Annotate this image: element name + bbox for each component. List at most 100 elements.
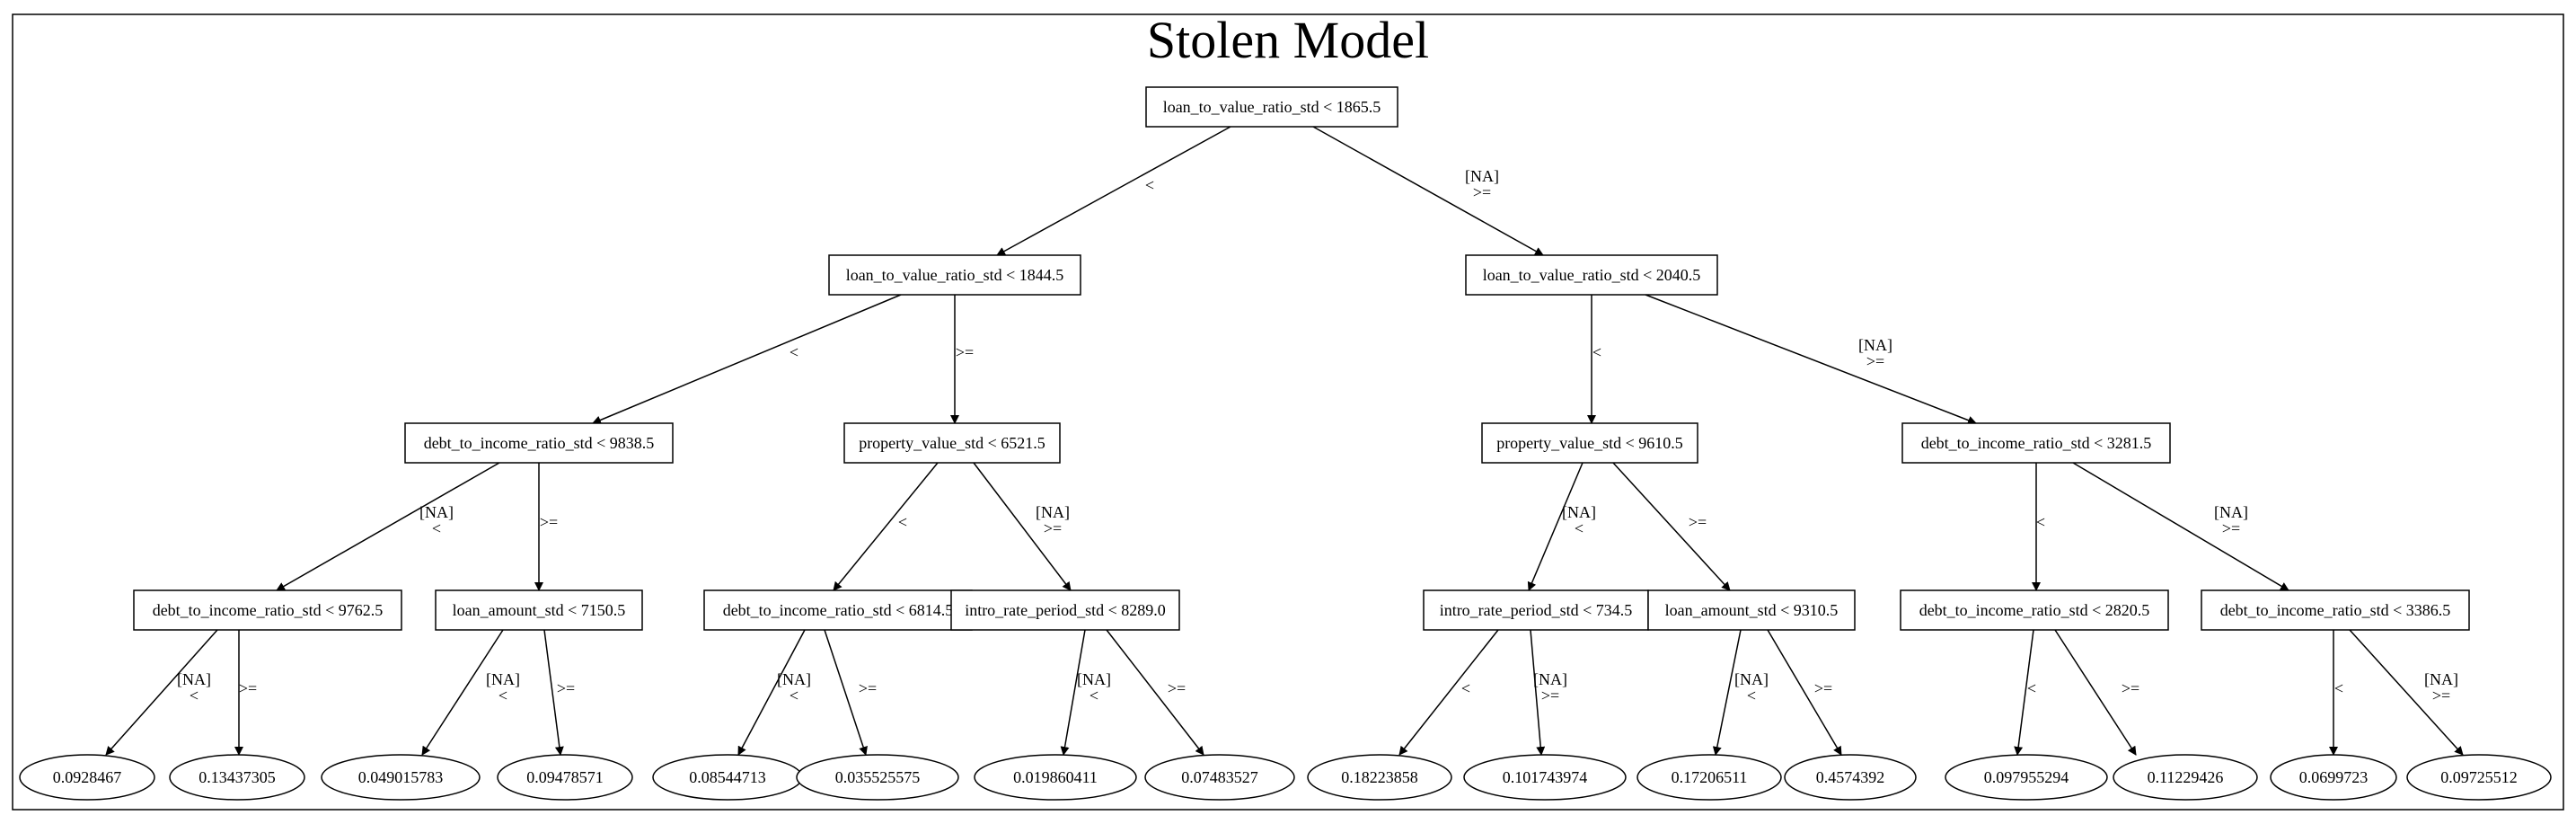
edge-label: >= [859,679,877,697]
edge-label-line-1: >= [557,679,575,697]
edge-label-line-1: [NA] [177,670,211,688]
edges: <[NA]>=<>=<[NA]>=[NA]<>=<[NA]>=[NA]<>=<[… [105,126,2464,756]
decision-node: intro_rate_period_std < 8289.0 [950,589,1180,631]
leaf-node-value: 0.18223858 [1341,768,1418,786]
decision-node-label: property_value_std < 9610.5 [1496,434,1683,452]
edge-label: [NA]< [419,503,454,537]
leaf-node: 0.019860411 [974,754,1137,801]
leaf-node-ellipse [974,754,1137,801]
edge-label-line-1: [NA] [419,503,454,521]
edge-arrow [1060,629,1086,756]
edge-arrow [737,629,806,756]
edge-label: [NA]< [1734,670,1769,704]
edge-arrow [1712,629,1742,756]
edge-label-line-2: < [432,519,441,537]
edge-label: [NA]>= [1858,336,1892,370]
edge-label-line-2: >= [1044,519,1062,537]
decision-node: property_value_std < 9610.5 [1481,422,1698,464]
edge-label-line-1: >= [1814,679,1832,697]
edge-label-line-1: < [1592,343,1601,361]
decision-node-box [133,589,402,631]
edge-label-line-1: >= [859,679,877,697]
edge-arrow [1612,462,1731,591]
leaf-node: 0.101743974 [1463,754,1627,801]
leaf-node: 0.4574392 [1784,754,1917,801]
leaf-node-value: 0.09725512 [2440,768,2518,786]
edge-arrow [973,462,1072,591]
leaf-node: 0.09725512 [2406,754,2552,801]
edge-arrow [2054,629,2137,756]
edge-label-line-2: < [190,687,198,704]
edge-label-line-2: < [1090,687,1098,704]
edge-label-line-1: [NA] [1734,670,1769,688]
decision-node-label: loan_amount_std < 9310.5 [1665,601,1839,619]
leaf-node-value: 0.0928467 [53,768,122,786]
leaf-node-value: 0.08544713 [689,768,766,786]
edge-label-line-1: < [2334,679,2343,697]
edge-arrow [1645,294,1977,425]
leaf-node-value: 0.097955294 [1984,768,2069,786]
decision-node-box [703,589,973,631]
decision-node-box [1465,254,1718,296]
edge-label: >= [557,679,575,697]
edge-arrow [1398,629,1499,756]
edge-arrow [592,294,902,425]
edge-label: [NA]>= [1465,167,1499,201]
leaf-node-ellipse [1144,754,1295,801]
decision-node: debt_to_income_ratio_std < 3281.5 [1901,422,2171,464]
leaf-node-value: 0.11229426 [2148,768,2224,786]
leaf-node-value: 0.4574392 [1816,768,1885,786]
edge-label: [NA]< [777,670,811,704]
decision-node-label: property_value_std < 6521.5 [859,434,1045,452]
leaf-node-value: 0.13437305 [198,768,276,786]
leaf-node: 0.035525575 [796,754,959,801]
decision-node-box [1647,589,1856,631]
edge-arrow [996,126,1231,256]
edge-label-line-1: >= [239,679,257,697]
leaf-node-ellipse [1636,754,1782,801]
leaf-node-ellipse [497,754,633,801]
leaf-node-value: 0.019860411 [1013,768,1098,786]
edge-arrow [1106,629,1204,756]
edge-label-line-1: [NA] [1858,336,1892,354]
edge-label-line-1: < [1145,176,1154,194]
leaf-node-ellipse [2406,754,2552,801]
leaf-node: 0.097955294 [1945,754,2108,801]
decision-node-label: debt_to_income_ratio_std < 3386.5 [2220,601,2451,619]
leaf-node: 0.17206511 [1636,754,1782,801]
edge-label: >= [1168,679,1186,697]
decision-node-label: debt_to_income_ratio_std < 9762.5 [153,601,384,619]
leaf-node-ellipse [321,754,481,801]
leaf-node: 0.049015783 [321,754,481,801]
edge-label: [NA]< [1077,670,1111,704]
edge-label: < [1145,176,1154,194]
leaf-node: 0.18223858 [1307,754,1452,801]
decision-node: loan_to_value_ratio_std < 2040.5 [1465,254,1718,296]
decision-node: debt_to_income_ratio_std < 2820.5 [1900,589,2169,631]
edge-arrow [1530,629,1546,756]
decision-node: loan_amount_std < 9310.5 [1647,589,1856,631]
decision-node-label: debt_to_income_ratio_std < 3281.5 [1921,434,2152,452]
edge-label: >= [239,679,257,697]
leaf-node-ellipse [1784,754,1917,801]
edge-label-line-1: [NA] [486,670,520,688]
leaf-node: 0.07483527 [1144,754,1295,801]
edge-arrow [824,629,868,756]
edge-label-line-1: >= [1689,513,1707,531]
edge-label-line-1: [NA] [1465,167,1499,185]
edge-label: [NA]< [486,670,520,704]
edge-label-line-2: >= [1866,352,1884,370]
decision-node-box [950,589,1180,631]
decision-node: loan_to_value_ratio_std < 1865.5 [1145,86,1398,128]
leaf-node-value: 0.035525575 [835,768,921,786]
edge-label: < [2027,679,2036,697]
edge-label: < [2036,513,2045,531]
decision-node: debt_to_income_ratio_std < 9762.5 [133,589,402,631]
decision-node-label: debt_to_income_ratio_std < 2820.5 [1919,601,2150,619]
edge-arrow [2349,629,2464,756]
edge-arrow [105,629,218,756]
edge-label-line-2: < [790,687,798,704]
decision-node-box [843,422,1061,464]
edge-label-line-2: >= [2222,519,2240,537]
